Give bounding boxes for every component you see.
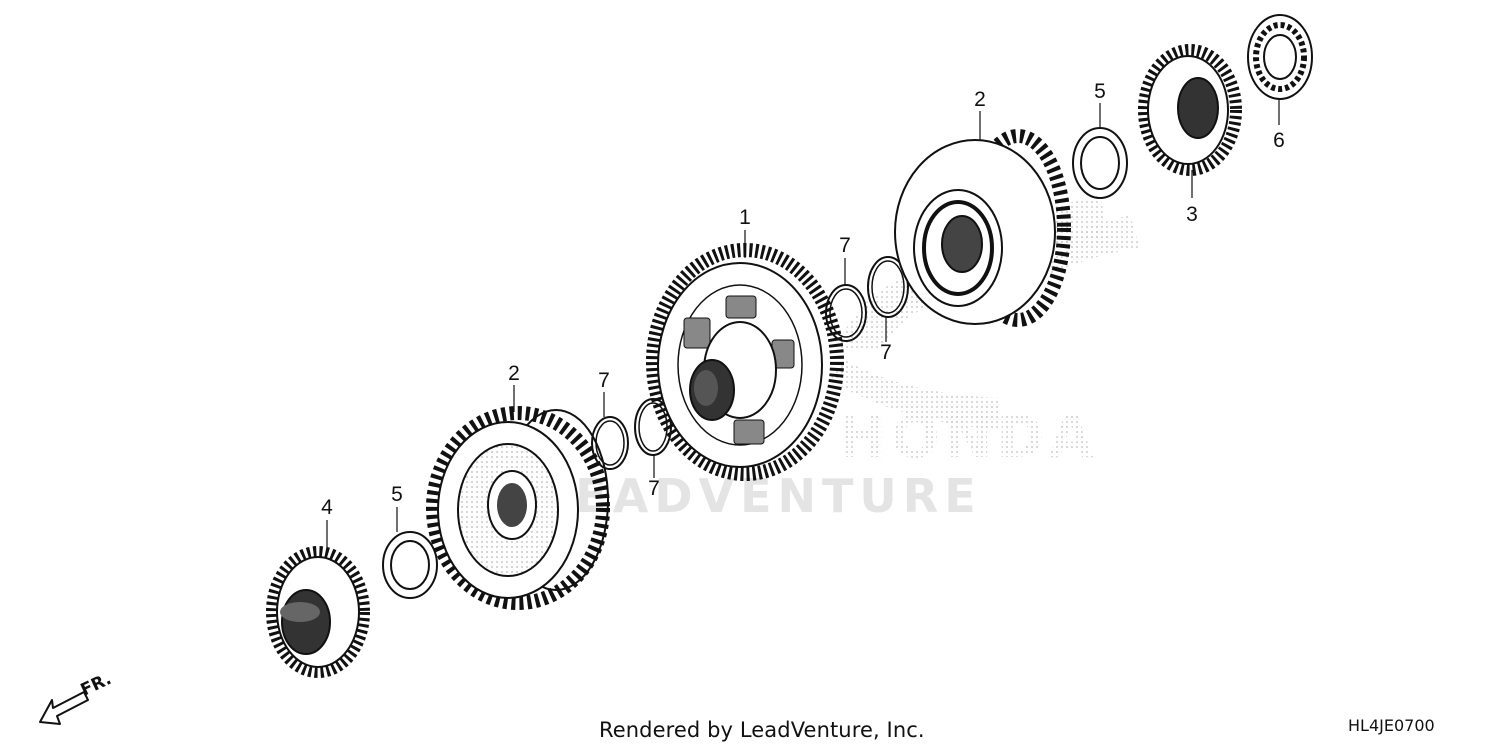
direction-label: FR. — [78, 669, 115, 700]
part-6-bearing — [1247, 14, 1313, 100]
leader-lines — [326, 99, 1280, 553]
callout-7-lower-left: 7 — [598, 369, 610, 392]
part-1-driven-gear — [646, 243, 844, 481]
callout-7-upper-left: 7 — [839, 234, 851, 257]
callout-labels: 1 2 2 3 4 5 5 6 7 7 7 7 — [321, 80, 1285, 519]
footer-credit: Rendered by LeadVenture, Inc. — [599, 718, 925, 742]
arrow-icon — [39, 691, 89, 725]
front-direction-arrow: FR. — [39, 669, 115, 725]
diagram-code: HL4JE0700 — [1348, 716, 1435, 735]
callout-5-lower: 5 — [391, 483, 403, 506]
part-5-washer-lower — [382, 531, 438, 599]
part-2-clutch-drum-lower — [426, 406, 610, 610]
part-7-seal-rings-upper — [825, 256, 909, 342]
part-5-washer-upper — [1072, 127, 1128, 199]
callout-5-upper: 5 — [1094, 80, 1106, 103]
callout-7-upper-right: 7 — [880, 341, 892, 364]
callout-1: 1 — [739, 206, 751, 229]
callout-3: 3 — [1186, 203, 1198, 226]
callout-2-lower: 2 — [508, 362, 520, 385]
watermark-text: LEADVENTURE — [540, 469, 982, 523]
part-3-gear — [1138, 44, 1242, 176]
callout-2-upper: 2 — [974, 88, 986, 111]
watermark-brand: HONDA — [838, 403, 1097, 471]
callout-6: 6 — [1273, 129, 1285, 152]
callout-7-lower-right: 7 — [648, 477, 660, 500]
part-4-gear — [266, 546, 370, 678]
callout-4: 4 — [321, 496, 333, 519]
part-2-clutch-drum-upper — [894, 129, 1071, 327]
